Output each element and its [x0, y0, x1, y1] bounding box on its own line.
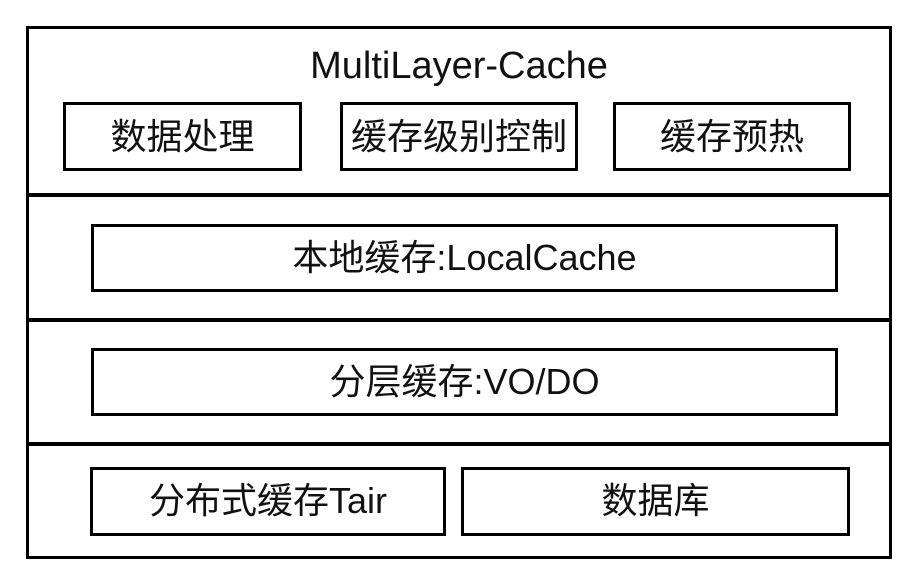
- module-box-distributed-cache-tair: 分布式缓存Tair: [90, 466, 446, 536]
- module-box-cache-prewarm: 缓存预热: [613, 102, 851, 171]
- section-tiered-cache: 分层缓存:VO/DO: [29, 318, 889, 442]
- module-box-data-processing: 数据处理: [63, 102, 302, 171]
- bottom-modules-row: 分布式缓存Tair 数据库: [90, 466, 850, 536]
- top-modules-row: 数据处理 缓存级别控制 缓存预热: [63, 102, 889, 171]
- section-local-cache: 本地缓存:LocalCache: [29, 193, 889, 318]
- section-storage: 分布式缓存Tair 数据库: [29, 442, 889, 556]
- layer-box-local-cache: 本地缓存:LocalCache: [91, 223, 838, 292]
- multilayer-cache-container: MultiLayer-Cache 数据处理 缓存级别控制 缓存预热 本地缓存:L…: [26, 26, 892, 559]
- diagram-title: MultiLayer-Cache: [310, 44, 608, 87]
- module-box-database: 数据库: [461, 466, 850, 536]
- layer-box-tiered-cache: 分层缓存:VO/DO: [91, 348, 838, 416]
- module-box-cache-level-control: 缓存级别控制: [340, 102, 578, 171]
- section-header: MultiLayer-Cache 数据处理 缓存级别控制 缓存预热: [29, 29, 889, 193]
